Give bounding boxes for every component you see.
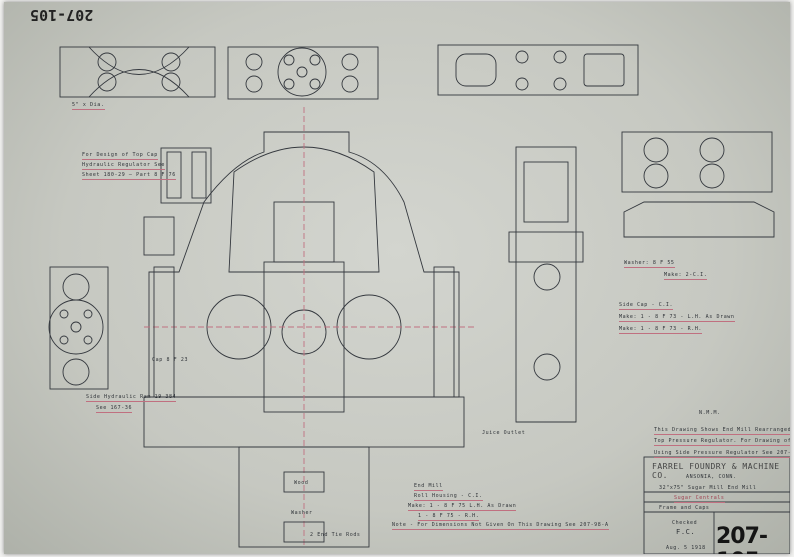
side-cap-note-3: Make: 1 - 8 F 73 - R.H. [619,326,703,334]
side-ram-note-2: See 167-36 [96,405,133,413]
side-cap-view [621,131,775,238]
main-elevation [143,107,474,548]
top-cap-detail [143,147,212,256]
top-cap-note-3: Sheet 180-29 — Part 8 F 76 [82,172,176,180]
right-note-2: Top Pressure Regulator. For Drawing of E… [654,438,790,446]
end-mill-note-3: Make: 1 - 8 F 75 L.H. As Drawn [408,503,517,511]
tie-rods-label: 2 End Tie Rods [310,532,361,538]
washer-note-2: Make: 2-C.I. [664,272,708,280]
side-view [508,146,584,423]
side-cap-note-2: Make: 1 - 8 F 73 - L.H. As Drawn [619,314,735,322]
side-ram-detail [48,266,109,390]
blueprint-sheet: 207-105 [4,2,790,554]
machine-name: 32"x75" Sugar Mill End Mill [659,485,757,491]
side-cap-note-1: Side Cap - C.I. [619,302,674,310]
customer-name: Sugar Centrals [674,495,725,503]
right-note-1: This Drawing Shows End Mill Rearranged F… [654,427,790,435]
wood-label: Wood [294,480,309,486]
cap-label: Cap 8 F 23 [152,357,189,363]
right-note-3: Using Side Pressure Regulator See 207-98… [654,450,790,458]
end-mill-note-2: Roll Housing - C.I. [414,493,483,501]
drawing-date: Aug. 5 1918 [666,545,706,551]
end-mill-note-4: 1 - 8 F 75 - R.H. [418,513,480,521]
checked-label: Checked [672,520,698,526]
section-label: 5" x Dia. [72,102,105,110]
company-name: FARREL FOUNDRY & MACHINE CO. [652,462,780,480]
part-name: Frame and Caps [659,505,710,511]
top-cap-note-2: Hydraulic Regulator See [82,162,166,170]
end-mill-note-1: End Mill [414,483,443,491]
top-plan-view-center [227,46,379,100]
checker-initials: F.C. [676,528,696,536]
company-location: ANSONIA, CONN. [686,474,737,480]
side-ram-note-1: Side Hydraulic Ram 19-384 [86,394,177,402]
juice-outlet-label: Juice Outlet [482,430,526,436]
top-cap-note-1: For Design of Top Cap [82,152,158,160]
washer-label: Washer [291,510,313,516]
top-plan-view-left [59,46,216,98]
washer-note-1: Washer: 8 F 55 [624,260,675,268]
scale-note: N.M.M. [699,410,721,416]
top-plan-view-right [437,44,639,96]
dimension-note: Note - For Dimensions Not Given On This … [392,522,609,530]
drawing-number: 207-105 [716,524,768,554]
